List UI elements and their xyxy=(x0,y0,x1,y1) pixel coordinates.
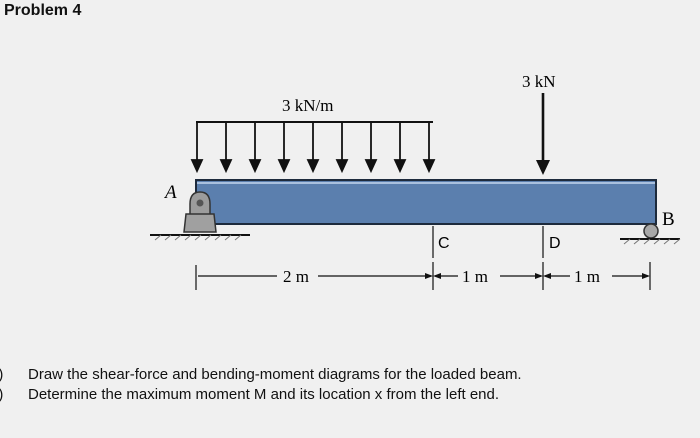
point-load: 3 kN xyxy=(522,72,556,175)
point-b-label: B xyxy=(662,209,675,230)
pin-support-a xyxy=(150,191,250,241)
roller-support-b xyxy=(620,223,681,245)
question-a-label: a) xyxy=(0,366,3,383)
distributed-load: 3 kN/m xyxy=(190,96,436,174)
point-c-label: C xyxy=(438,235,450,252)
distributed-load-arrows xyxy=(190,122,436,174)
question-b-label: b) xyxy=(0,386,3,403)
question-b-text: Determine the maximum moment M and its l… xyxy=(28,386,500,403)
point-load-arrowhead xyxy=(536,160,550,175)
point-load-label: 3 kN xyxy=(522,72,556,91)
beam xyxy=(195,179,657,225)
distributed-load-label: 3 kN/m xyxy=(282,96,333,115)
dimension-arrowheads xyxy=(425,273,650,279)
question-a-text: Draw the shear-force and bending-moment … xyxy=(28,366,522,383)
dimension-db-label: 1 m xyxy=(574,267,600,286)
point-d-label: D xyxy=(549,235,561,252)
problem-heading: Problem 4 xyxy=(4,2,82,19)
point-a-label: A xyxy=(163,182,177,203)
dimension-cd-label: 1 m xyxy=(462,267,488,286)
dimension-ac-label: 2 m xyxy=(283,267,309,286)
